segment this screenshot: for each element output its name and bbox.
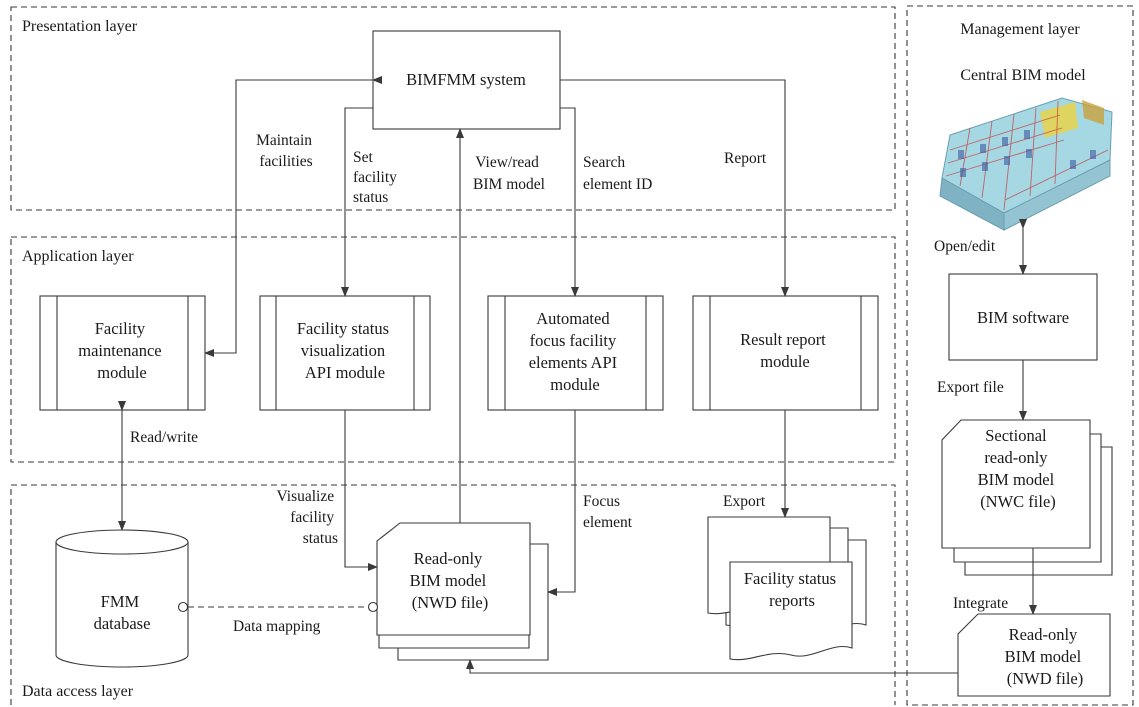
- status-visualization-line2: visualization: [301, 341, 385, 360]
- management-layer-panel: [906, 5, 1134, 706]
- facility-maintenance-line2: maintenance: [78, 341, 161, 360]
- svg-text:Search element ID: Search element ID: [583, 154, 652, 193]
- facility-maintenance-module: Facility maintenance module: [39, 295, 206, 411]
- status-visualization-line1: Facility status: [297, 319, 389, 338]
- fmm-database-line2: database: [94, 614, 151, 633]
- svg-text:Facility status visualiz: Facility status visualization API module: [297, 319, 393, 382]
- sectional-nwc-stack: Sectional read-only BIM model (NWC file): [941, 419, 1113, 576]
- readonly-nwd-center-stack: Read-only BIM model (NWD file): [376, 522, 549, 661]
- facility-reports-line2: reports: [769, 591, 815, 610]
- automated-focus-line2: focus facility: [530, 331, 617, 350]
- readonly-nwd-center-line2: BIM model: [410, 571, 487, 590]
- facility-maintenance-line1: Facility: [95, 319, 146, 338]
- svg-text:Read-only BIM model: Read-only BIM model (NWD file): [410, 549, 491, 612]
- readonly-nwd-center-line1: Read-only: [414, 549, 483, 568]
- data-mapping-label: Data mapping: [233, 618, 321, 635]
- visualize-label-line2: facility: [290, 509, 334, 526]
- svg-text:Read-only BIM model: Read-only BIM model (NWD file): [1005, 625, 1086, 688]
- export-file-label: Export file: [937, 379, 1004, 396]
- focus-element-arrow: [547, 410, 576, 596]
- svg-text:Set facility status: Set facility status: [353, 149, 401, 206]
- management-layer-title: Management layer: [960, 21, 1080, 38]
- central-bim-model-title: Central BIM model: [960, 67, 1086, 84]
- fmm-database-line1: FMM: [101, 592, 140, 611]
- sectional-nwc-line1: Sectional: [985, 426, 1047, 445]
- search-label-line2: element ID: [583, 176, 652, 193]
- application-layer-frame: [10, 236, 896, 463]
- set-status-label-line3: status: [353, 189, 388, 206]
- view-read-label-line2: BIM model: [473, 176, 545, 193]
- readonly-nwd-center-line3: (NWD file): [412, 593, 489, 612]
- application-layer-title: Application layer: [22, 248, 134, 265]
- readonly-nwd-right-line3: (NWD file): [1007, 669, 1084, 688]
- fmm-database-cylinder: FMM database: [55, 529, 189, 668]
- nwd-transfer-arrow: [466, 659, 958, 674]
- set-status-label-line2: facility: [353, 169, 397, 186]
- automated-focus-module: Automated focus facility elements API mo…: [487, 295, 664, 411]
- maintain-label-line1: Maintain: [256, 132, 312, 149]
- svg-text:Automated focus facility: Automated focus facility elements API mo…: [529, 309, 622, 394]
- facility-reports-line1: Facility status: [744, 569, 836, 588]
- readonly-nwd-right-line2: BIM model: [1005, 647, 1082, 666]
- svg-text:Sectional read-only: Sectional read-only BIM model (NWC file): [978, 426, 1059, 511]
- sectional-nwc-line3: BIM model: [978, 470, 1055, 489]
- svg-text:Result report module: Result report module: [740, 330, 830, 371]
- automated-focus-line4: module: [550, 375, 600, 394]
- visualize-status-arrow: [344, 410, 378, 571]
- sectional-nwc-line4: (NWC file): [980, 492, 1056, 511]
- search-element-arrow: [560, 107, 579, 297]
- report-label: Report: [724, 150, 767, 167]
- data-access-layer-title: Data access layer: [22, 683, 134, 700]
- automated-focus-line3: elements API: [529, 353, 617, 372]
- status-visualization-module: Facility status visualization API module: [259, 295, 431, 411]
- open-edit-label: Open/edit: [934, 238, 996, 255]
- status-visualization-line3: API module: [305, 363, 385, 382]
- automated-focus-line1: Automated: [536, 309, 610, 328]
- presentation-layer-title: Presentation layer: [22, 18, 138, 35]
- readonly-nwd-right-doc: Read-only BIM model (NWD file): [957, 613, 1111, 697]
- bim-software-label: BIM software: [977, 308, 1069, 327]
- result-report-line1: Result report: [740, 330, 826, 349]
- maintain-label-line2: facilities: [259, 153, 312, 170]
- read-write-label: Read/write: [130, 429, 198, 446]
- svg-text:Focus element: Focus element: [583, 493, 633, 531]
- visualize-label-line3: status: [303, 530, 338, 547]
- result-report-line2: module: [760, 352, 810, 371]
- sectional-nwc-line2: read-only: [984, 448, 1048, 467]
- facility-maintenance-line3: module: [97, 363, 147, 382]
- svg-text:Facility maintenance: Facility maintenance module: [78, 319, 166, 382]
- bim-software-box: [948, 273, 1098, 361]
- svg-text:Visualize facility sta: Visualize facility status: [277, 488, 338, 547]
- view-read-label-line1: View/read: [475, 154, 539, 171]
- svg-text:Facility status reports: Facility status reports: [744, 569, 840, 610]
- integrate-label: Integrate: [953, 595, 1008, 612]
- focus-label-line2: element: [583, 514, 633, 531]
- svg-text:View/read BIM model: View/read BIM model: [473, 154, 545, 193]
- export-label: Export: [723, 493, 766, 510]
- bimfmm-system-box: [372, 30, 561, 130]
- maintain-facilities-arrow: [204, 76, 382, 357]
- presentation-layer-frame: [10, 6, 896, 211]
- data-access-layer-frame: [10, 484, 896, 705]
- facility-reports-stack: Facility status reports: [707, 516, 867, 661]
- data-mapping-left-socket: [177, 601, 189, 613]
- focus-label-line1: Focus: [583, 493, 620, 510]
- svg-text:FMM database: FMM database: [94, 592, 151, 633]
- svg-text:Maintain facilities: Maintain facilities: [256, 132, 316, 170]
- bimfmm-system-label: BIMFMM system: [406, 70, 526, 89]
- search-label-line1: Search: [583, 154, 625, 171]
- result-report-module: Result report module: [692, 295, 879, 411]
- set-status-label-line1: Set: [353, 149, 374, 166]
- set-status-arrow: [341, 107, 373, 297]
- readonly-nwd-right-line1: Read-only: [1009, 625, 1078, 644]
- data-mapping-right-socket: [367, 601, 379, 613]
- building-model-icon: [939, 97, 1113, 231]
- visualize-label-line1: Visualize: [277, 488, 335, 505]
- report-arrow: [560, 79, 789, 297]
